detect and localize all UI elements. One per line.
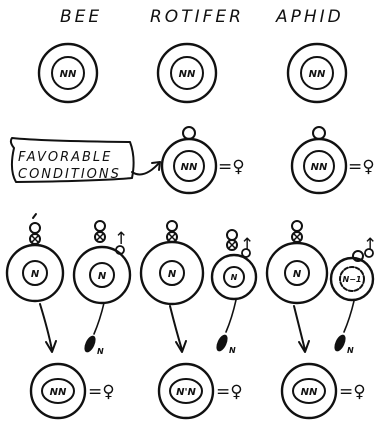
row1-rotifer-egg: NN — [158, 44, 216, 102]
nucleus-label: N — [293, 269, 302, 280]
female-result: =♀ — [88, 382, 115, 402]
sperm-label: N — [347, 346, 354, 355]
female-result: =♀ — [339, 382, 366, 402]
nucleus-label: N — [231, 273, 238, 282]
nucleus-label: NN — [179, 69, 196, 80]
sperm-aphid: N — [332, 301, 354, 355]
nucleus-label: NN — [50, 387, 67, 398]
row3-rotifer-egg: N — [141, 221, 203, 304]
header-rotifer: ROTIFER — [150, 7, 244, 27]
header-aphid: APHID — [275, 7, 344, 27]
row4-bee-egg: NN =♀ — [31, 364, 115, 418]
row2-rotifer-egg: NN =♀ — [162, 127, 245, 193]
nucleus-label: NN — [301, 387, 318, 398]
nucleus-label: N — [31, 269, 40, 280]
row3-bee-egg-2: ↑ N — [74, 221, 130, 303]
favorable-conditions-callout: FAVORABLE CONDITIONS — [11, 138, 160, 182]
callout-line2: CONDITIONS — [18, 167, 121, 182]
female-result: =♀ — [216, 382, 243, 402]
fertilization-arrows — [40, 304, 309, 352]
row1-bee-egg: NN — [39, 44, 97, 102]
nucleus-label: NN — [181, 162, 198, 173]
nucleus-label: NN — [311, 162, 328, 173]
nucleus-label: NN — [60, 69, 77, 80]
female-result: =♀ — [218, 157, 245, 177]
row3-bee-egg: N — [7, 214, 63, 301]
nucleus-label: N — [168, 269, 177, 280]
sperm-label: N — [97, 347, 104, 356]
row2-aphid-egg: NN =♀ — [292, 127, 375, 193]
header-bee: BEE — [60, 7, 102, 27]
nucleus-label: N — [98, 271, 107, 282]
nucleus-label: NN — [309, 69, 326, 80]
nucleus-label: N'N — [176, 387, 196, 398]
row4-aphid-egg: NN =♀ — [282, 364, 366, 418]
row1-aphid-egg: NN — [288, 44, 346, 102]
female-result: =♀ — [348, 157, 375, 177]
row3-aphid-egg: N — [267, 221, 327, 303]
nucleus-label: N−1 — [343, 275, 362, 284]
sperm-label: N — [229, 346, 236, 355]
row3-rotifer-egg-2: ↑ N — [212, 230, 256, 299]
row4-rotifer-egg: N'N =♀ — [159, 364, 243, 418]
sperm-bee: N — [82, 303, 104, 356]
row3-aphid-egg-2: ↑ N−1 — [331, 235, 377, 300]
sperm-rotifer: N — [214, 300, 236, 355]
callout-line1: FAVORABLE — [18, 150, 112, 165]
